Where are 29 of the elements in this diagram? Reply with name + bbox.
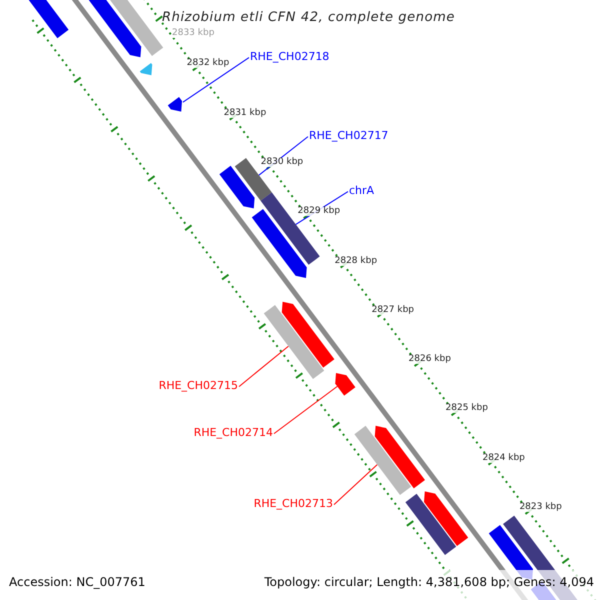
scale-label: 2826 kbp bbox=[408, 355, 451, 364]
leader-line bbox=[238, 346, 289, 388]
leader-line bbox=[274, 386, 338, 434]
scale-label: 2829 kbp bbox=[298, 207, 340, 216]
map-title: Rhizobium etli CFN 42, complete genome bbox=[162, 11, 455, 24]
gene-label: RHE_CH02718 bbox=[250, 51, 330, 62]
gene-label: RHE_CH02717 bbox=[309, 130, 388, 141]
leader-line bbox=[182, 57, 250, 103]
footer-text: Accession: NC_007761 bbox=[9, 576, 146, 588]
gene-label: RHE_CH02713 bbox=[254, 498, 333, 509]
scale-label: 2825 kbp bbox=[446, 404, 488, 414]
scale-label: 2833 kbp bbox=[172, 29, 214, 38]
gene-bar bbox=[264, 305, 324, 379]
gene-pentagon bbox=[168, 97, 182, 112]
gene-label: RHE_CH02714 bbox=[194, 427, 273, 438]
gene-pentagon bbox=[335, 373, 356, 396]
gene-label: chrA bbox=[349, 185, 374, 196]
scale-label: 2832 kbp bbox=[186, 59, 230, 68]
scale-label: 2827 kbp bbox=[372, 306, 414, 315]
gene-bar bbox=[260, 192, 320, 265]
gene-bar bbox=[354, 426, 412, 495]
scale-label: 2830 kbp bbox=[260, 158, 304, 167]
scale-label: 2828 kbp bbox=[334, 256, 378, 266]
leader-line bbox=[334, 464, 378, 506]
scale-label: 2831 kbp bbox=[224, 108, 266, 118]
scale-label: 2823 kbp bbox=[519, 502, 562, 512]
gene-label: RHE_CH02715 bbox=[158, 380, 238, 391]
footer-text: Topology: circular; Length: 4,381,608 bp; Genes: 4,094 bbox=[264, 576, 594, 588]
scale-label: 2824 kbp bbox=[482, 454, 525, 463]
